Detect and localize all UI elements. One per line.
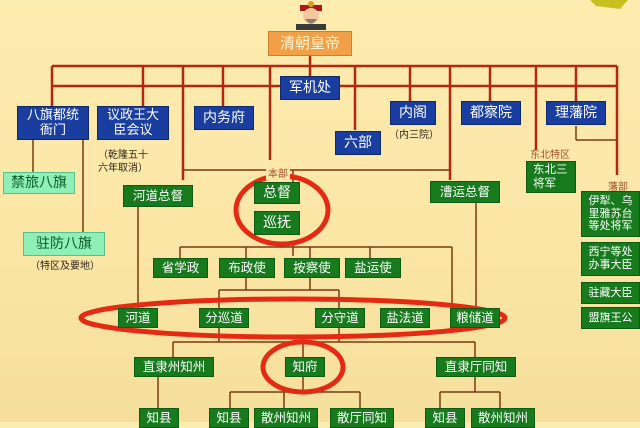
circuit-hedao-box: 河道 <box>118 308 158 328</box>
caoyun-zongdu-box: 漕运总督 <box>430 181 500 203</box>
dongbei-jiangjun-label: 东北三 将军 <box>533 162 568 190</box>
highlight-zhifu <box>260 339 346 395</box>
duchayuan-label: 都察院 <box>470 104 512 121</box>
county-zhixian-box: 知县 <box>139 408 179 428</box>
fanbu-item: 伊犁、乌 里雅苏台 等处将军 <box>581 191 640 237</box>
lifanyuan-label: 理藩院 <box>555 104 597 121</box>
junjichu-label: 军机处 <box>289 79 331 96</box>
zhufang-baqi-box: 驻防八旗 <box>23 232 105 256</box>
baqi-dutong-label: 八旗都统 衙门 <box>26 107 79 138</box>
decorative-corner-shape <box>590 0 628 9</box>
anchashi-box: 按察使 <box>284 258 340 278</box>
fanbu-item: 西宁等处 办事大臣 <box>581 242 640 276</box>
county-sanzhou-zhizhou-box: 散州知州 <box>254 408 318 428</box>
neiwufu-label: 内务府 <box>203 109 245 126</box>
yizheng-label: 议政王大 臣会议 <box>106 107 159 138</box>
lifanyuan-box: 理藩院 <box>546 101 606 125</box>
highlight-circuits <box>78 296 508 340</box>
circuit-yanfadao-box: 盐法道 <box>380 308 430 328</box>
benbu-tag: 本部 <box>266 165 290 180</box>
yizheng-note: （乾隆五十 六年取消） <box>98 150 148 174</box>
yizheng-box: 议政王大 臣会议 <box>97 106 169 140</box>
zhili-ting-tongzhi-box: 直隶厅同知 <box>436 357 516 377</box>
hedao-zongdu-box: 河道总督 <box>123 185 193 207</box>
neiwufu-box: 内务府 <box>194 106 254 130</box>
neige-label: 内阁 <box>399 104 427 121</box>
hedao-zongdu-label: 河道总督 <box>132 187 183 203</box>
county-santing-tongzhi-box: 散厅同知 <box>330 408 394 428</box>
zongdu-label: 总督 <box>263 184 291 201</box>
zongdu-box: 总督 <box>254 182 300 204</box>
zhili-zhou-zhizhou-box: 直隶州知州 <box>134 357 214 377</box>
county-zhixian-box: 知县 <box>209 408 249 428</box>
jinlv-baqi-box: 禁旅八旗 <box>3 172 75 194</box>
fanbu-item: 盟旗王公 <box>581 307 640 329</box>
buzhengshi-box: 布政使 <box>219 258 275 278</box>
county-zhixian-box: 知县 <box>425 408 465 428</box>
fanbu-tag: 藩部 <box>608 182 628 193</box>
zhufang-note: （特区及要地） <box>30 261 100 272</box>
caoyun-zongdu-label: 漕运总督 <box>439 183 490 199</box>
junjichu-box: 军机处 <box>280 76 340 100</box>
baqi-dutong-box: 八旗都统 衙门 <box>17 106 89 140</box>
xunfu-label: 巡抚 <box>263 214 291 231</box>
zhufang-baqi-label: 驻防八旗 <box>36 235 92 252</box>
emperor-title-box: 清朝皇帝 <box>268 31 352 56</box>
duchayuan-box: 都察院 <box>461 101 521 125</box>
liubu-label: 六部 <box>344 134 372 151</box>
liubu-box: 六部 <box>335 131 381 155</box>
emperor-portrait-icon <box>296 1 326 30</box>
neige-note: （内三院） <box>389 130 439 141</box>
dongbei-tag: 东北特区 <box>530 150 570 161</box>
circuit-liangchudao-box: 粮储道 <box>450 308 500 328</box>
xunfu-box: 巡抚 <box>254 211 300 235</box>
dongbei-jiangjun-box: 东北三 将军 <box>526 161 576 193</box>
fanbu-item: 驻藏大臣 <box>581 282 640 304</box>
shengxuezheng-box: 省学政 <box>153 258 208 278</box>
zhifu-box: 知府 <box>285 357 325 377</box>
circuit-fenxundao-box: 分巡道 <box>199 308 249 328</box>
emperor-title: 清朝皇帝 <box>279 33 340 52</box>
yanyunshi-box: 盐运使 <box>345 258 401 278</box>
circuit-fenshoudao-box: 分守道 <box>315 308 365 328</box>
jinlv-baqi-label: 禁旅八旗 <box>11 174 67 191</box>
county-sanzhou-zhizhou-box: 散州知州 <box>471 408 535 428</box>
neige-box: 内阁 <box>390 101 436 125</box>
